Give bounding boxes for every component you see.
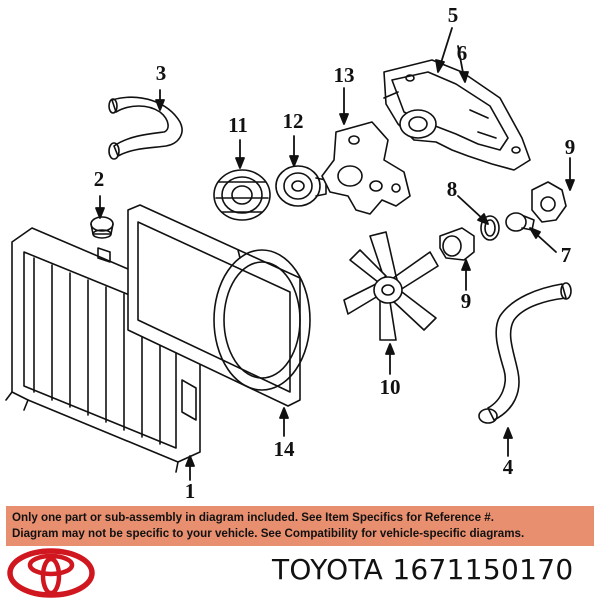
callout-4: 4 [503, 455, 514, 479]
callout-14: 14 [274, 437, 296, 461]
callout-13: 13 [334, 63, 355, 87]
lower-hose [478, 282, 572, 424]
radiator-cap [90, 216, 114, 239]
callout-8: 8 [447, 177, 458, 201]
disclaimer-line-2: Diagram may not be specific to your vehi… [12, 526, 525, 540]
disclaimer-line-1: Only one part or sub-assembly in diagram… [12, 511, 494, 524]
pump-bracket [321, 121, 411, 215]
callout-12: 12 [283, 109, 304, 133]
water-inlet [439, 227, 475, 261]
fan-shroud [127, 204, 311, 407]
part-number: 1671150170 [392, 553, 574, 586]
callout-2: 2 [94, 167, 105, 191]
parts-diagram: 1 2 3 4 5 6 7 8 9 9 10 11 12 13 14 [5, 3, 576, 503]
fan-pulley [275, 165, 327, 207]
callout-3: 3 [156, 61, 167, 85]
thermostat-housing [531, 181, 567, 223]
callout-6: 6 [457, 41, 468, 65]
upper-hose [108, 96, 183, 160]
disclaimer-banner: Only one part or sub-assembly in diagram… [6, 506, 594, 546]
fan-clutch [213, 169, 271, 221]
cooling-fan [343, 231, 439, 341]
callout-5: 5 [448, 3, 459, 27]
callout-1: 1 [185, 479, 196, 503]
leader-lines [95, 27, 575, 481]
callout-9-upper: 9 [565, 135, 576, 159]
part-line: TOYOTA 1671150170 [272, 553, 573, 586]
brand-name: TOYOTA [272, 553, 384, 586]
callout-7: 7 [561, 243, 572, 267]
water-pump [383, 59, 531, 171]
thermostat [505, 212, 535, 232]
callout-9-lower: 9 [461, 289, 472, 313]
callout-11: 11 [228, 113, 248, 137]
toyota-logo-icon [7, 548, 95, 598]
callout-10: 10 [380, 375, 401, 399]
